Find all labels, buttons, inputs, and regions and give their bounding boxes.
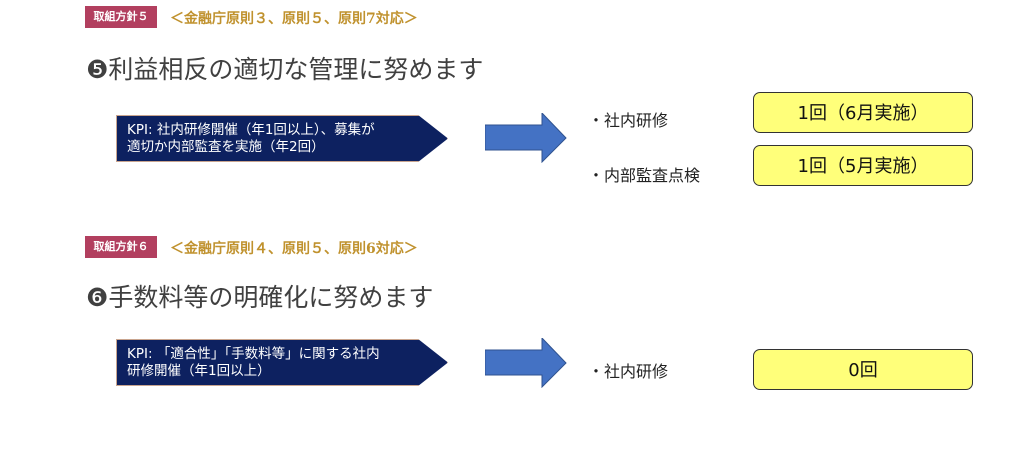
kpi-text: KPI: 社内研修開催（年1回以上）、募集が bbox=[127, 122, 375, 138]
kpi-box-6: KPI: 「適合性」「手数料等」に関する社内 研修開催（年1回以上） bbox=[116, 339, 448, 386]
result-label: ・内部監査点検 bbox=[588, 166, 701, 185]
policy-subtitle-5: ＜金融庁原則３、原則５、原則7対応＞ bbox=[170, 11, 418, 27]
result-label: ・社内研修 bbox=[588, 362, 669, 381]
kpi-text: 研修開催（年1回以上） bbox=[127, 363, 271, 379]
kpi-box-5: KPI: 社内研修開催（年1回以上）、募集が 適切か内部監査を実施（年2回） bbox=[116, 115, 448, 162]
right-arrow-icon bbox=[485, 113, 567, 163]
result-label: ・社内研修 bbox=[588, 111, 669, 130]
result-value-box: 1回（6月実施） bbox=[753, 92, 973, 133]
right-arrow-icon bbox=[485, 338, 567, 388]
policy-badge-6: 取組方針６ bbox=[85, 236, 157, 258]
policy-heading-5: ❺利益相反の適切な管理に努めます bbox=[86, 55, 484, 84]
kpi-text: KPI: 「適合性」「手数料等」に関する社内 bbox=[127, 346, 380, 362]
result-value-box: 1回（5月実施） bbox=[753, 145, 973, 186]
policy-subtitle-6: ＜金融庁原則４、原則５、原則6対応＞ bbox=[170, 241, 418, 257]
kpi-text: 適切か内部監査を実施（年2回） bbox=[127, 139, 325, 155]
result-value-box: 0回 bbox=[753, 349, 973, 390]
policy-badge-5: 取組方針５ bbox=[85, 6, 157, 28]
policy-heading-6: ❻手数料等の明確化に努めます bbox=[86, 283, 434, 312]
